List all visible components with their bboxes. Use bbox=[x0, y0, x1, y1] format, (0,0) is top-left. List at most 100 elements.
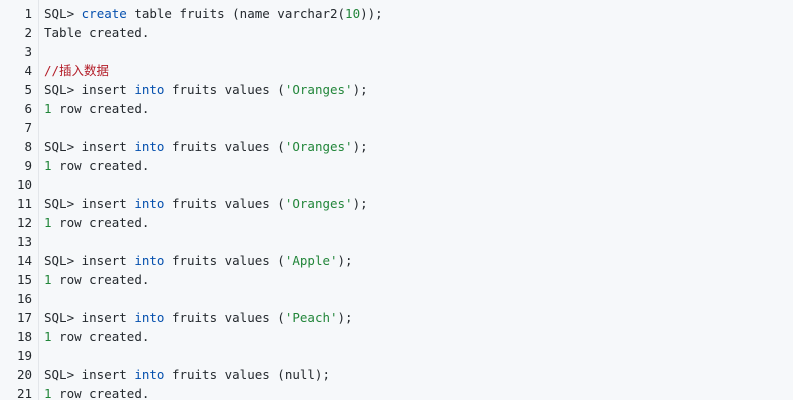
code-text: SQL> insert into fruits values ('Oranges… bbox=[44, 139, 368, 154]
code-line: 15 1 row created. bbox=[0, 270, 149, 289]
code-line: 14 SQL> insert into fruits values ('Apple… bbox=[0, 251, 353, 270]
code-text: //插入数据 bbox=[44, 63, 109, 78]
text-token: fruits values ( bbox=[164, 310, 285, 325]
code-line: 13 bbox=[0, 232, 44, 251]
code-line: 4 //插入数据 bbox=[0, 61, 109, 80]
text-token: row created. bbox=[51, 272, 150, 287]
code-line: 1 SQL> create table fruits (name varchar2… bbox=[0, 4, 383, 23]
line-number: 13 bbox=[16, 234, 32, 249]
text-token: row created. bbox=[51, 215, 150, 230]
code-text: SQL> insert into fruits values ('Oranges… bbox=[44, 82, 368, 97]
line-number: 21 bbox=[16, 386, 32, 400]
keyword-token: into bbox=[134, 253, 165, 268]
text-token: fruits values (null); bbox=[164, 367, 330, 382]
text-token: SQL> insert bbox=[44, 367, 135, 382]
code-line: 21 1 row created. bbox=[0, 384, 149, 400]
number-token: 1 bbox=[44, 101, 52, 116]
text-token: fruits values ( bbox=[164, 196, 285, 211]
text-token: SQL> insert bbox=[44, 253, 135, 268]
code-line: 19 bbox=[0, 346, 44, 365]
code-line: 2 Table created. bbox=[0, 23, 149, 42]
code-text: 1 row created. bbox=[44, 101, 149, 116]
line-number: 11 bbox=[16, 196, 32, 211]
comment-token: //插入数据 bbox=[44, 63, 110, 78]
code-line: 16 bbox=[0, 289, 44, 308]
code-line: 20 SQL> insert into fruits values (null); bbox=[0, 365, 330, 384]
gutter-divider bbox=[38, 0, 39, 400]
code-line: 9 1 row created. bbox=[0, 156, 149, 175]
code-line: 5 SQL> insert into fruits values ('Orange… bbox=[0, 80, 368, 99]
code-line: 12 1 row created. bbox=[0, 213, 149, 232]
text-token: row created. bbox=[51, 101, 150, 116]
keyword-token: into bbox=[134, 196, 165, 211]
string-token: 'Peach' bbox=[284, 310, 338, 325]
text-token: )); bbox=[360, 6, 383, 21]
line-number: 10 bbox=[16, 177, 32, 192]
text-token: table fruits (name varchar2( bbox=[126, 6, 346, 21]
code-line: 17 SQL> insert into fruits values ('Peach… bbox=[0, 308, 353, 327]
text-token: ); bbox=[337, 310, 353, 325]
number-token: 1 bbox=[44, 215, 52, 230]
line-number: 15 bbox=[16, 272, 32, 287]
line-number: 4 bbox=[24, 63, 32, 78]
code-text: 1 row created. bbox=[44, 272, 149, 287]
text-token: fruits values ( bbox=[164, 82, 285, 97]
line-number: 18 bbox=[16, 329, 32, 344]
code-text: 1 row created. bbox=[44, 329, 149, 344]
code-line: 3 bbox=[0, 42, 44, 61]
line-number: 14 bbox=[16, 253, 32, 268]
text-token: fruits values ( bbox=[164, 253, 285, 268]
code-text: 1 row created. bbox=[44, 158, 149, 173]
code-text: Table created. bbox=[44, 25, 149, 40]
number-token: 1 bbox=[44, 329, 52, 344]
code-text: SQL> insert into fruits values ('Oranges… bbox=[44, 196, 368, 211]
number-token: 1 bbox=[44, 386, 52, 400]
line-number: 9 bbox=[24, 158, 32, 173]
text-token: SQL> insert bbox=[44, 196, 135, 211]
line-number: 19 bbox=[16, 348, 32, 363]
keyword-token: into bbox=[134, 310, 165, 325]
code-text: 1 row created. bbox=[44, 386, 149, 400]
string-token: 'Apple' bbox=[284, 253, 338, 268]
code-line: 8 SQL> insert into fruits values ('Orange… bbox=[0, 137, 368, 156]
text-token: SQL> insert bbox=[44, 310, 135, 325]
line-number: 17 bbox=[16, 310, 32, 325]
line-number: 5 bbox=[24, 82, 32, 97]
string-token: 'Oranges' bbox=[284, 82, 353, 97]
text-token: SQL> bbox=[44, 6, 82, 21]
code-line: 18 1 row created. bbox=[0, 327, 149, 346]
code-line: 11 SQL> insert into fruits values ('Orang… bbox=[0, 194, 368, 213]
line-number: 20 bbox=[16, 367, 32, 382]
number-token: 1 bbox=[44, 272, 52, 287]
text-token: SQL> insert bbox=[44, 82, 135, 97]
code-text: SQL> insert into fruits values (null); bbox=[44, 367, 330, 382]
text-token: fruits values ( bbox=[164, 139, 285, 154]
text-token: row created. bbox=[51, 386, 150, 400]
line-number: 3 bbox=[24, 44, 32, 59]
line-number: 8 bbox=[24, 139, 32, 154]
text-token: SQL> insert bbox=[44, 139, 135, 154]
number-token: 1 bbox=[44, 158, 52, 173]
line-number: 1 bbox=[24, 6, 32, 21]
code-text: 1 row created. bbox=[44, 215, 149, 230]
keyword-token: create bbox=[81, 6, 127, 21]
line-number: 12 bbox=[16, 215, 32, 230]
line-number: 16 bbox=[16, 291, 32, 306]
code-text: SQL> insert into fruits values ('Peach')… bbox=[44, 310, 353, 325]
code-line: 10 bbox=[0, 175, 44, 194]
code-text: SQL> create table fruits (name varchar2(… bbox=[44, 6, 383, 21]
text-token: ); bbox=[352, 196, 368, 211]
line-number: 6 bbox=[24, 101, 32, 116]
keyword-token: into bbox=[134, 367, 165, 382]
line-number: 2 bbox=[24, 25, 32, 40]
string-token: 'Oranges' bbox=[284, 196, 353, 211]
keyword-token: into bbox=[134, 139, 165, 154]
text-token: Table created. bbox=[44, 25, 150, 40]
text-token: ); bbox=[352, 82, 368, 97]
keyword-token: into bbox=[134, 82, 165, 97]
line-number: 7 bbox=[24, 120, 32, 135]
string-token: 'Oranges' bbox=[284, 139, 353, 154]
text-token: ); bbox=[337, 253, 353, 268]
